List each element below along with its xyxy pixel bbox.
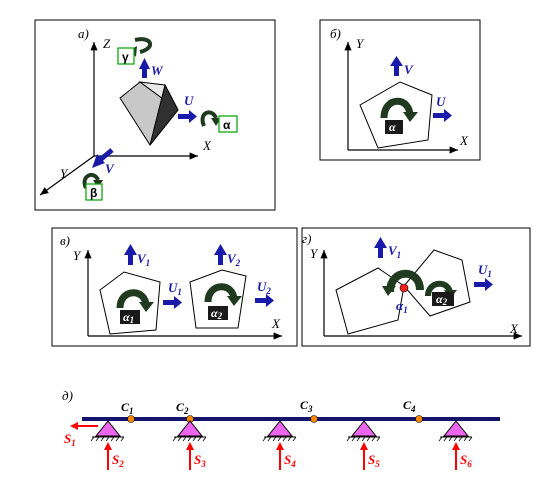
x-axis-label: X	[202, 138, 212, 153]
v-alpha1-box	[120, 310, 140, 324]
force-s4-arrow	[276, 442, 284, 470]
panel-b-label: б)	[330, 26, 341, 41]
contact-c3	[310, 415, 318, 423]
support-4	[346, 420, 381, 442]
v-v1-velocity-arrow	[124, 244, 137, 265]
v-u1-label: U1	[168, 280, 182, 297]
v-rotation-2-arrowhead-icon	[227, 296, 242, 306]
panel-b-frame	[319, 19, 481, 161]
v-body-2	[189, 269, 247, 329]
v-u2-velocity-arrow	[255, 294, 274, 307]
panel-d: д) C1 C2 C3 C4	[62, 388, 500, 470]
v-u1-velocity-arrow	[163, 296, 182, 309]
contact-c1	[127, 415, 135, 423]
g-contact-point	[399, 283, 409, 293]
y-axis-label: Y	[60, 166, 69, 181]
b-v-label: V	[404, 62, 414, 77]
v-v2-velocity-arrow	[214, 244, 227, 265]
b-planar-body	[359, 81, 433, 149]
v-velocity-arrow	[92, 148, 114, 168]
force-s1-arrow	[70, 422, 98, 430]
force-s4-label: S4	[284, 452, 296, 469]
force-s1-label: S1	[64, 431, 76, 448]
panel-v: в) Y X V1 V2 α1 α2 U1	[51, 227, 298, 347]
support-5	[438, 420, 473, 442]
b-v-velocity-arrow	[390, 56, 403, 76]
force-s3-label: S3	[194, 452, 206, 469]
v-u2-label: U2	[257, 279, 271, 296]
panel-v-label: в)	[60, 233, 70, 248]
v-alpha2-label: α2	[211, 306, 223, 321]
b-y-axis-label: Y	[356, 36, 365, 51]
g-rotation-1-arrowhead-icon	[382, 286, 396, 296]
panel-g-frame	[301, 227, 531, 347]
v-v1-label: V1	[137, 251, 150, 268]
support-2	[172, 420, 207, 442]
v-alpha1-label: α1	[123, 310, 134, 325]
support-1	[90, 420, 125, 442]
gamma-box	[117, 47, 135, 65]
b-alpha-label: α	[389, 120, 396, 134]
g-x-axis-label: X	[509, 321, 519, 336]
alpha-box	[218, 115, 238, 133]
w-velocity-arrow	[139, 58, 150, 78]
u-velocity-arrow	[178, 110, 197, 123]
b-x-axis-label: X	[459, 133, 469, 148]
v-y-axis-label: Y	[73, 248, 82, 263]
b-rotation-arrow	[380, 97, 414, 119]
g-alpha1-label: α1	[396, 298, 408, 315]
b-rotation-arrowhead-icon	[403, 112, 418, 122]
force-s5-arrow	[360, 442, 368, 470]
force-s2-arrow	[104, 442, 112, 470]
rigid-body-3d	[119, 81, 179, 146]
alpha-rotation-arrow	[200, 110, 218, 127]
panel-v-frame	[51, 227, 298, 347]
v-rotation-1-arrowhead-icon	[139, 302, 154, 312]
support-3	[262, 420, 297, 442]
g-v1-label: V1	[388, 243, 401, 260]
v-label: V	[105, 161, 115, 176]
panel-g: г) Y X V1 α2 α1 U1	[301, 227, 531, 347]
panel-d-label: д)	[62, 388, 73, 403]
v-body-1	[99, 271, 161, 335]
v-alpha2-box	[208, 306, 228, 320]
w-label: W	[151, 63, 164, 78]
force-s6-label: S6	[460, 452, 472, 469]
u-label: U	[184, 93, 194, 108]
beta-label: β	[90, 186, 97, 200]
g-alpha2-box	[432, 292, 454, 306]
contact-c4	[415, 415, 423, 423]
g-u1-label: U1	[478, 262, 492, 279]
b-u-velocity-arrow	[433, 109, 452, 122]
beta-rotation-arrow	[82, 172, 100, 189]
g-alpha2-label: α2	[436, 292, 448, 307]
v-v2-label: V2	[227, 251, 241, 268]
force-s6-arrow	[452, 442, 460, 470]
g-u1-velocity-arrow	[474, 278, 493, 291]
y-axis	[39, 155, 95, 196]
beta-box	[85, 183, 103, 201]
v-x-axis-label: X	[271, 316, 281, 331]
g-y-axis-label: Y	[310, 246, 319, 261]
gamma-rotation-arrow	[134, 37, 152, 54]
contact-c4-label: C4	[403, 398, 416, 414]
g-v1-velocity-arrow	[374, 237, 387, 258]
z-axis-label: Z	[103, 36, 111, 51]
b-u-label: U	[436, 94, 446, 109]
panel-a: а) Z X Y W γ U α	[34, 19, 276, 211]
gamma-label: γ	[122, 50, 129, 64]
contact-c2-label: C2	[176, 400, 189, 416]
contact-c3-label: C3	[300, 398, 313, 414]
alpha-label: α	[223, 118, 231, 132]
panel-g-label: г)	[302, 231, 311, 246]
b-alpha-box	[385, 120, 403, 134]
force-s5-label: S5	[368, 452, 380, 469]
panel-b: б) Y X V α U	[319, 19, 481, 161]
force-s3-arrow	[186, 442, 194, 470]
force-s2-label: S2	[112, 452, 124, 469]
panel-a-label: а)	[78, 26, 89, 41]
contact-c1-label: C1	[121, 400, 134, 416]
panel-a-frame	[34, 19, 276, 211]
